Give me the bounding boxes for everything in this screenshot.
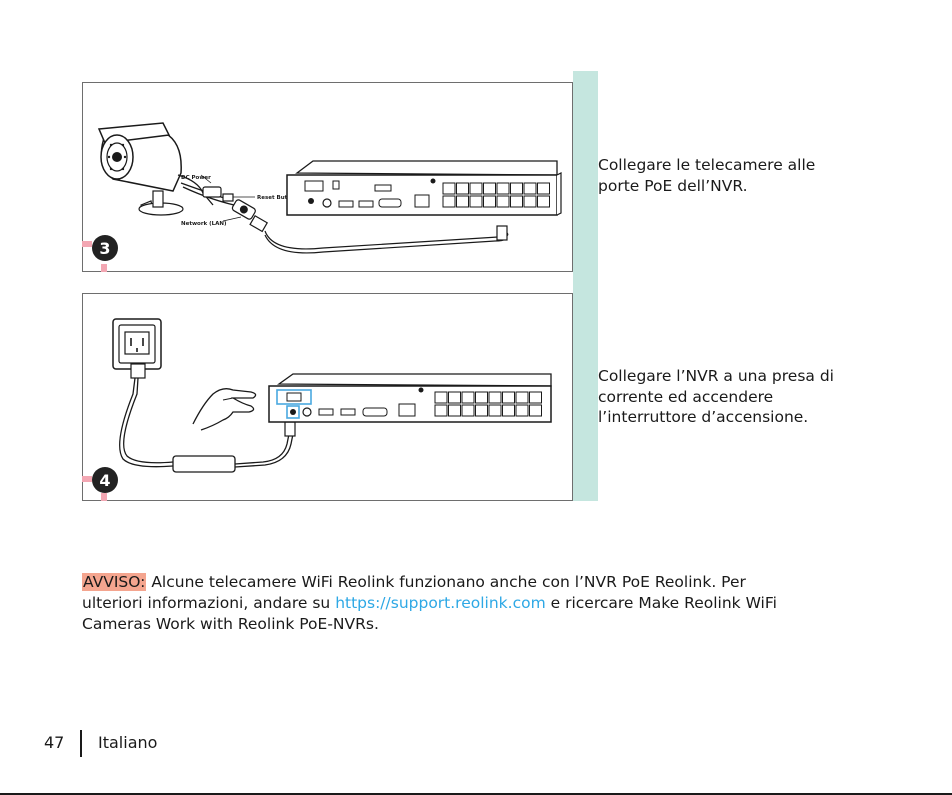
page-number: 47 [44, 733, 65, 752]
poe-port [448, 391, 461, 404]
poe-port [496, 195, 510, 208]
dc-power-label: DC Power [181, 175, 211, 181]
notice-label: AVVISO: [82, 573, 147, 591]
poe-port [502, 391, 515, 404]
poe-port [488, 391, 502, 404]
power-outlet-icon [112, 318, 162, 370]
power-switch-highlight [276, 389, 312, 405]
poe-port [483, 195, 496, 208]
poe-port [442, 195, 456, 208]
accent-tab [101, 264, 107, 272]
notice-text-end: e ricercare Make Reolink WiFi Cameras Wo… [82, 594, 777, 633]
poe-port [496, 182, 510, 195]
footer-language: Italiano [98, 733, 158, 752]
poe-port [515, 391, 529, 404]
accent-bar [82, 476, 92, 482]
page-bottom-rule [0, 793, 952, 795]
poe-port [456, 195, 469, 208]
step-3-badge: 3 [92, 235, 118, 261]
notice-text: Alcune telecamere WiFi Reolink funzionan… [82, 573, 746, 612]
nvr-device [268, 373, 552, 423]
poe-port [537, 195, 550, 208]
poe-port [469, 182, 483, 195]
poe-port [537, 182, 550, 195]
poe-port [442, 182, 456, 195]
poe-port [510, 195, 523, 208]
network-lan-label: Network (LAN) [181, 221, 227, 227]
poe-port [469, 195, 483, 208]
support-link[interactable]: https://support.reolink.com [335, 594, 546, 612]
poe-port [434, 404, 448, 417]
hand-icon [192, 388, 257, 431]
notice-paragraph: AVVISO: Alcune telecamere WiFi Reolink f… [82, 572, 802, 635]
side-band [573, 71, 598, 501]
poe-port [529, 404, 542, 417]
poe-port [510, 182, 523, 195]
step-4-text: Collegare l’NVR a una presa di corrente … [598, 367, 834, 426]
poe-port [448, 404, 461, 417]
poe-port [523, 195, 537, 208]
power-connection-diagram [112, 318, 552, 473]
poe-port [515, 404, 529, 417]
step-3-illustration: DC Power Reset Button Network (LAN) [82, 82, 573, 272]
footer-divider [80, 730, 82, 757]
power-port-highlight [286, 405, 300, 419]
camera-icon [97, 122, 182, 192]
poe-port [456, 182, 469, 195]
nvr-device [286, 160, 562, 216]
poe-port [523, 182, 537, 195]
poe-port [502, 404, 515, 417]
reset-button-label: Reset Button [257, 195, 298, 201]
poe-port [488, 404, 502, 417]
poe-port [475, 391, 488, 404]
poe-port [461, 404, 475, 417]
accent-tab [101, 493, 107, 501]
poe-port [434, 391, 448, 404]
poe-port [475, 404, 488, 417]
accent-bar [82, 241, 92, 247]
step-4-illustration [82, 293, 573, 501]
poe-port [483, 182, 496, 195]
camera-connection-diagram: DC Power Reset Button Network (LAN) [97, 122, 562, 254]
poe-port [529, 391, 542, 404]
step-4-badge: 4 [92, 467, 118, 493]
poe-port [461, 391, 475, 404]
step-3-text: Collegare le telecamere alle porte PoE d… [598, 156, 816, 195]
